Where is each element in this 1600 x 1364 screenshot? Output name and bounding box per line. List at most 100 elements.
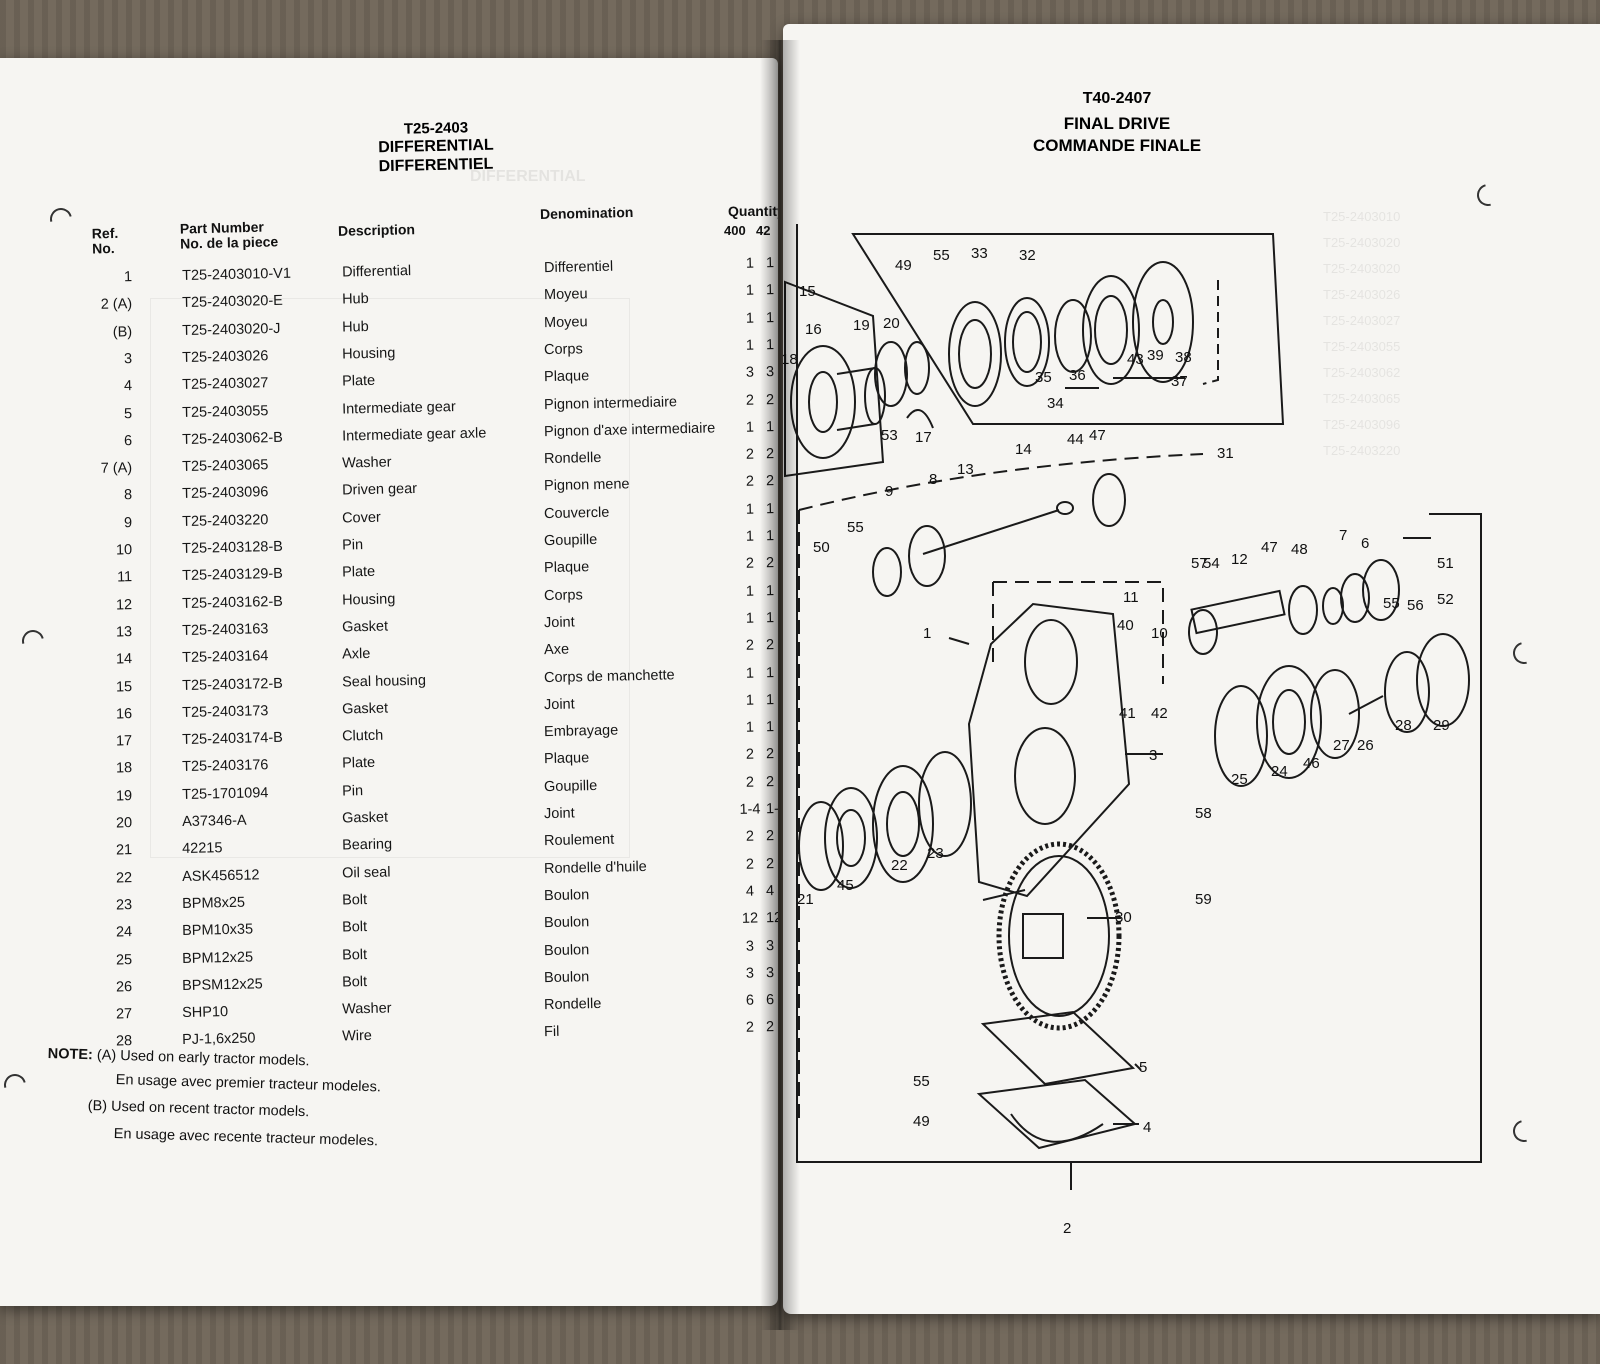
callout-45: 45 <box>837 877 854 894</box>
cell-ref: 8 <box>123 487 133 504</box>
note-a-fr: En usage avec premier tracteur modeles. <box>115 1072 382 1096</box>
oil-pan-4 <box>976 1078 1138 1150</box>
callout-12: 12 <box>1231 551 1248 568</box>
cell-ref: 21 <box>115 842 133 859</box>
bearing-46 <box>1310 669 1360 759</box>
cell-description: Washer <box>341 454 392 472</box>
cell-denomination: Boulon <box>543 887 590 905</box>
cell-description: Bolt <box>341 973 368 991</box>
cell-description: Bolt <box>341 946 368 964</box>
gasket-25 <box>1214 685 1268 787</box>
callout-58: 58 <box>1195 805 1212 822</box>
cell-part-number: T25-2403162-B <box>181 593 284 612</box>
left-page: DIFFERENTIAL T25-2403 DIFFERENTIAL DIFFE… <box>0 58 778 1306</box>
callout-6: 6 <box>1361 535 1369 552</box>
cell-denomination: Joint <box>543 696 575 713</box>
callout-48: 48 <box>1291 541 1308 558</box>
cell-part-number: BPM12x25 <box>181 948 254 967</box>
cell-denomination: Couvercle <box>543 504 610 522</box>
cell-denomination: Plaque <box>543 368 590 386</box>
section-title-fr: COMMANDE FINALE <box>1032 136 1202 155</box>
ring-7 <box>1340 573 1370 623</box>
callout-55: 55 <box>933 247 950 264</box>
cell-description: Bearing <box>341 836 393 854</box>
cell-denomination: Rondelle d'huile <box>543 858 647 877</box>
cell-denomination: Plaque <box>543 559 590 577</box>
cell-ref: 10 <box>115 542 133 559</box>
callout-53: 53 <box>881 427 898 444</box>
callout-15: 15 <box>799 283 816 300</box>
cell-description: Gasket <box>341 809 389 827</box>
cell-part-number: T25-2403096 <box>181 484 269 503</box>
note-label: NOTE: <box>47 1046 94 1064</box>
callout-4: 4 <box>1143 1119 1151 1136</box>
cell-description: Bolt <box>341 919 368 936</box>
binder-hole-mark <box>0 1069 31 1101</box>
callout-31: 31 <box>1217 445 1234 462</box>
ring-28 <box>1384 651 1430 733</box>
ring-29 <box>1416 633 1470 727</box>
bearing-ring-35 <box>1054 299 1092 373</box>
cell-part-number: SHP10 <box>181 1004 229 1022</box>
cell-part-number: PJ-1,6x250 <box>181 1030 256 1049</box>
cell-ref: 26 <box>115 978 133 996</box>
cell-part-number: T25-2403020-E <box>181 293 284 312</box>
cell-description: Pin <box>341 537 364 554</box>
callout-40: 40 <box>1117 617 1134 634</box>
callout-26: 26 <box>1357 737 1374 754</box>
cell-description: Differential <box>341 263 412 281</box>
cell-denomination: Fil <box>543 1024 560 1041</box>
callout-7: 7 <box>1339 527 1347 544</box>
callout-35: 35 <box>1035 369 1052 386</box>
cell-part-number: T25-2403172-B <box>181 675 284 694</box>
cell-ref: 1 <box>123 269 133 286</box>
section-code: T40-2407 <box>1082 90 1152 107</box>
cell-denomination: Plaque <box>543 750 590 768</box>
cell-description: Seal housing <box>341 672 427 691</box>
cell-part-number: T25-2403065 <box>181 457 269 476</box>
callout-57: 57 <box>1191 555 1208 572</box>
col-header-part-number: Part Number No. de la piece <box>179 218 279 252</box>
cell-part-number: T25-2403129-B <box>181 566 284 585</box>
cell-ref: 13 <box>115 624 133 641</box>
cell-denomination: Differentiel <box>543 258 614 277</box>
cell-description: Plate <box>341 755 376 772</box>
cell-ref: 2 (A) <box>100 296 133 314</box>
cell-denomination: Corps <box>543 341 583 359</box>
bleed-through-diagram <box>150 298 630 858</box>
cell-ref: 11 <box>116 569 133 586</box>
bolt-26 <box>1348 695 1384 715</box>
cell-description: Washer <box>341 1000 392 1018</box>
clutch-17 <box>906 409 934 429</box>
callout-47: 47 <box>1261 539 1278 556</box>
cell-ref: 24 <box>115 924 133 941</box>
cell-denomination: Boulon <box>543 941 590 959</box>
callout-33: 33 <box>971 245 988 262</box>
callout-55: 55 <box>913 1073 930 1090</box>
cell-ref: 19 <box>115 787 133 805</box>
oil-seal-22 <box>872 765 934 883</box>
callout-13: 13 <box>957 461 974 478</box>
cell-denomination: Joint <box>543 805 575 823</box>
cell-description: Gasket <box>341 618 389 636</box>
cell-ref: 20 <box>115 815 133 832</box>
callout-3: 3 <box>1149 747 1157 764</box>
callout-8: 8 <box>929 471 937 488</box>
binder-hole-mark <box>17 625 49 657</box>
cell-description: Intermediate gear axle <box>341 425 487 445</box>
cell-ref: 12 <box>115 596 133 614</box>
cell-part-number: T25-2403174-B <box>181 729 284 749</box>
cell-denomination: Axe <box>543 641 570 659</box>
cell-description: Housing <box>341 590 396 609</box>
callout-55: 55 <box>1383 595 1400 612</box>
cell-description: Axle <box>341 646 371 663</box>
callout-49: 49 <box>895 257 912 274</box>
cell-description: Oil seal <box>341 864 391 882</box>
cover-23 <box>918 751 972 857</box>
cell-ref: 9 <box>123 514 133 531</box>
callout-21: 21 <box>797 891 814 908</box>
bearing-47 <box>1092 473 1126 527</box>
callout-36: 36 <box>1069 367 1086 384</box>
callout-37: 37 <box>1171 373 1188 390</box>
